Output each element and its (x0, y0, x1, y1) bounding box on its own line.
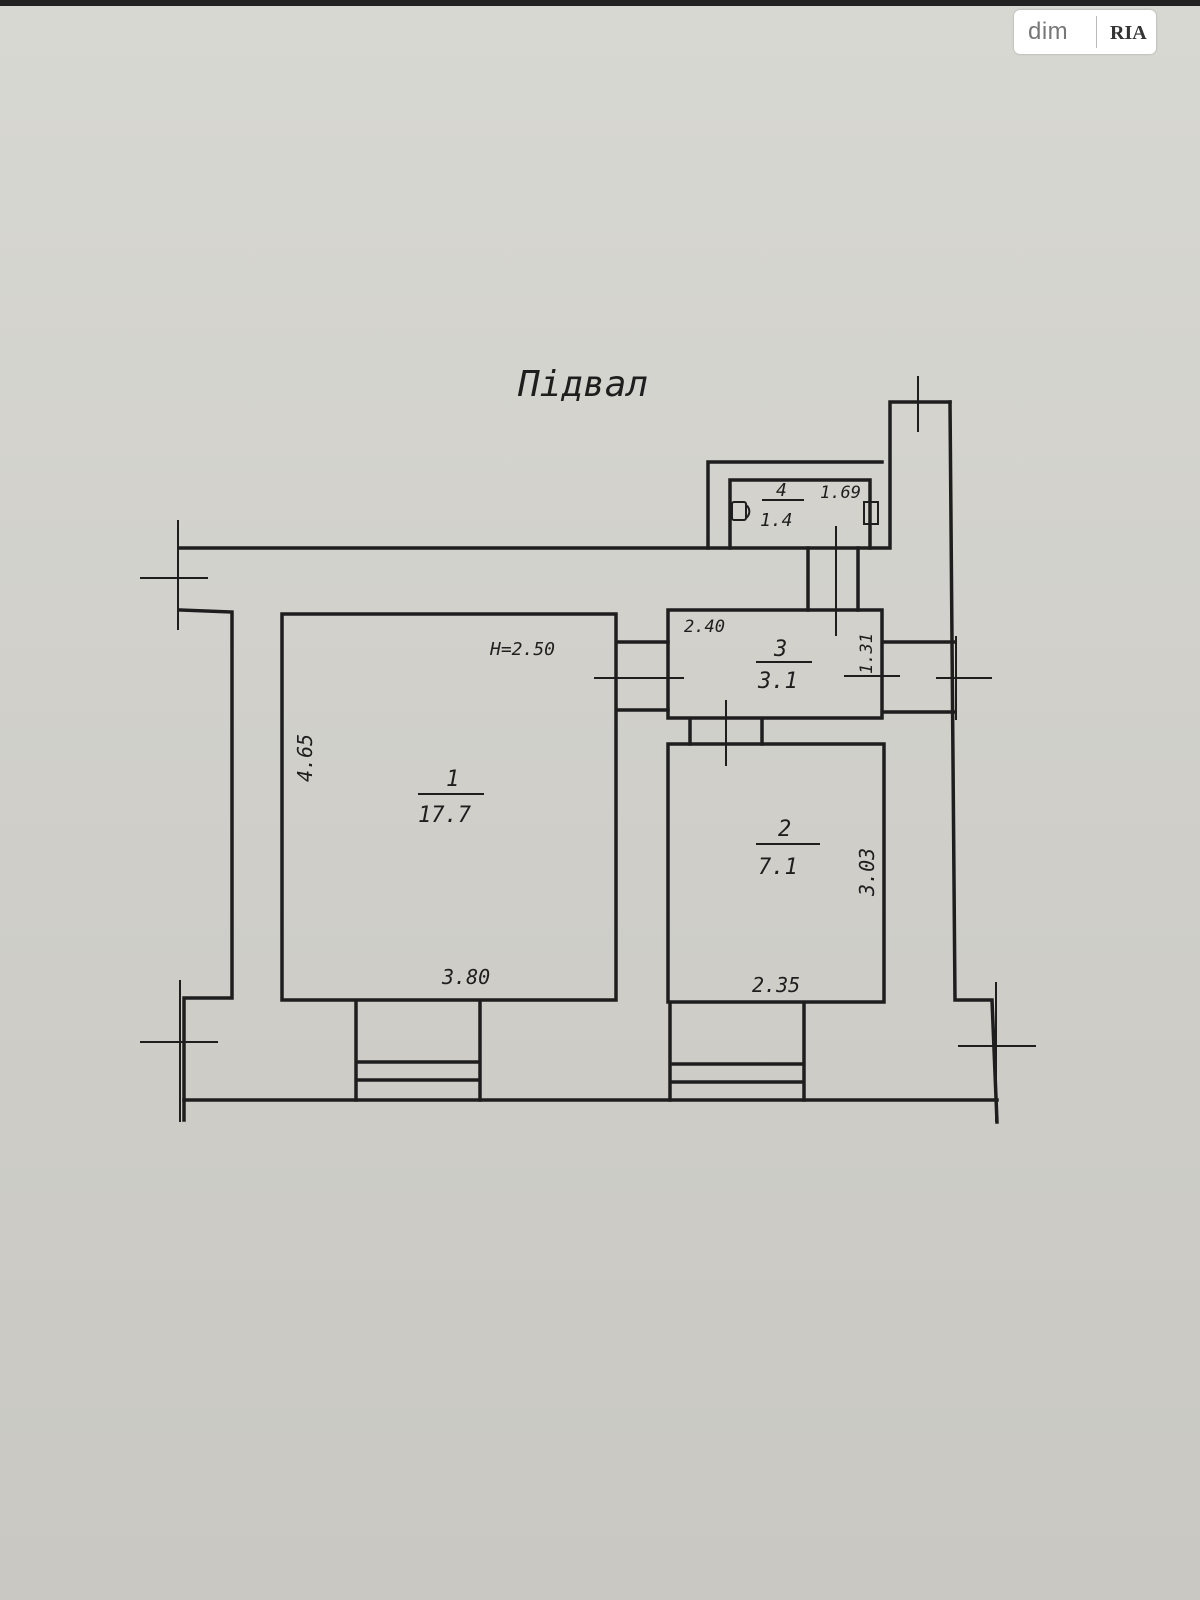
room-2-number: 2 (778, 817, 791, 842)
plan-title: Підвал (517, 364, 648, 405)
watermark-dim: dim (1028, 18, 1069, 45)
room-1-width: 3.80 (441, 965, 490, 989)
scan-edge (0, 0, 1200, 6)
room-2-area: 7.1 (758, 855, 798, 880)
room-2-width: 2.35 (752, 973, 800, 997)
room-1-area: 17.7 (418, 803, 472, 828)
stair-right (668, 1002, 806, 1102)
watermark-separator (1096, 16, 1097, 48)
wall-north (178, 400, 952, 550)
door-room1-room3 (616, 640, 670, 712)
wall-toilet (706, 460, 884, 550)
toilet-bowl-icon (745, 504, 751, 519)
wall-west (178, 608, 234, 1122)
room-1-outline (280, 612, 618, 1002)
axis-se (958, 982, 1036, 1122)
door-room3-toilet (806, 546, 860, 612)
room-1-number: 1 (446, 767, 459, 792)
ceiling-height: H=2.50 (489, 639, 555, 660)
room-1-length: 4.65 (293, 734, 317, 782)
room-3-number: 3 (773, 637, 787, 662)
room-3-outline (666, 608, 884, 720)
room-4-width: 1.69 (820, 483, 861, 503)
room-3-area: 3.1 (757, 669, 798, 694)
room-2-outline (666, 742, 886, 1004)
wall-east (948, 400, 999, 1124)
door-room3-east (882, 640, 957, 714)
sink-icon (863, 501, 879, 525)
axis-sw (140, 980, 218, 1122)
watermark-ria: RIA (1110, 22, 1147, 44)
axis-east-mid (936, 636, 992, 720)
room-2-length: 3.03 (855, 848, 879, 897)
watermark-badge: dim RIA (1014, 10, 1156, 54)
room-4-area: 1.4 (760, 510, 793, 531)
stair-left (354, 1000, 482, 1102)
room-4-number: 4 (776, 480, 787, 501)
room-3-width: 2.40 (684, 617, 725, 637)
door-room3-room2 (688, 718, 764, 746)
toilet-icon (731, 501, 747, 521)
wall-toilet-inner (728, 478, 872, 550)
axis-nw (140, 520, 208, 630)
room-3-length: 1.31 (857, 633, 877, 674)
